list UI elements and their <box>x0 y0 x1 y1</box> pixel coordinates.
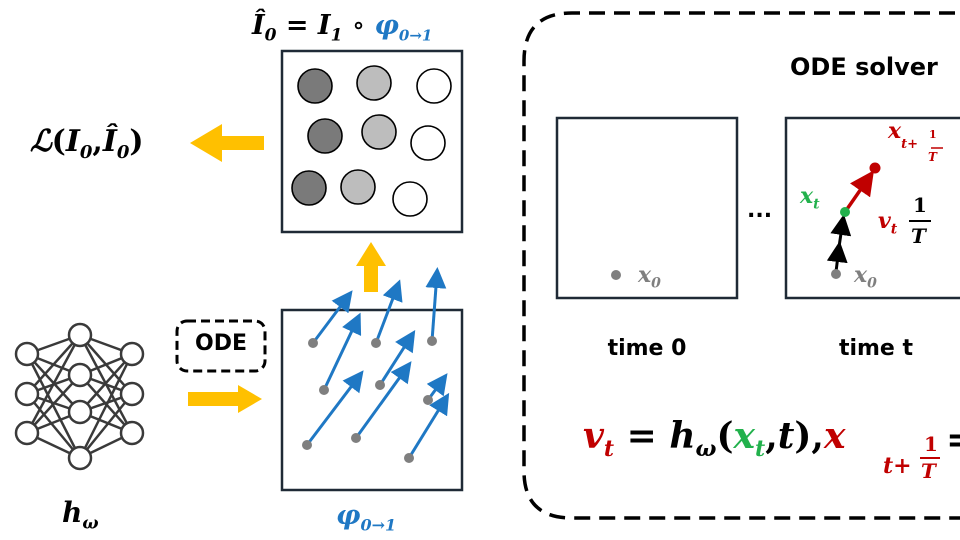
image-circle <box>410 125 446 161</box>
xt-point <box>840 207 850 217</box>
eq-frac-num: 1 <box>924 432 938 456</box>
xnext-label: xt+ <box>888 118 919 152</box>
x0-label: x0 <box>638 262 661 292</box>
xnext-frac-den: T <box>928 150 937 164</box>
up-arrow <box>356 242 386 292</box>
image-circle <box>416 68 452 104</box>
x0-point <box>831 269 841 279</box>
image-circle <box>340 169 376 205</box>
eq-frac-bar <box>920 457 940 459</box>
step-arrow <box>826 241 848 273</box>
loss-label: ℒ(I0,Î0) <box>30 124 144 163</box>
vt-label: vt <box>878 208 898 238</box>
eq-tail: = <box>946 419 960 461</box>
ode-equation: vt = hω(xt,t),x <box>583 415 846 463</box>
time0-label: time 0 <box>607 336 687 361</box>
ode-box <box>175 319 267 373</box>
neural-network-icon <box>25 333 134 460</box>
step-arrow <box>830 214 852 248</box>
flow-vector <box>425 267 447 342</box>
right-arrow <box>188 385 262 413</box>
xnext-frac-num: 1 <box>929 128 937 141</box>
network-nodes <box>14 322 145 471</box>
flow-vector <box>322 312 362 391</box>
flow-vector <box>354 361 412 439</box>
flow-origins <box>302 336 437 463</box>
image-circle <box>356 65 392 101</box>
flow-vector <box>311 290 353 344</box>
network-label: hω <box>62 496 99 534</box>
flow-vector <box>378 329 416 386</box>
velocity-arrow <box>843 170 874 213</box>
frac-num: 1 <box>913 193 927 217</box>
image-circle <box>307 118 343 154</box>
xt-label: xt <box>800 183 820 213</box>
flow-vector <box>407 392 450 459</box>
left-diagram <box>14 49 464 492</box>
loss-arrow <box>190 124 264 162</box>
formula-lhs: Î <box>252 10 265 41</box>
warp-formula: Î0 = I1 ∘ φ0→1 <box>252 10 433 46</box>
eq-sub-tplus: t+ <box>883 453 912 479</box>
image-circle <box>392 181 428 217</box>
flow-vector <box>374 279 403 344</box>
image-circle <box>291 170 327 206</box>
solver-border <box>522 11 960 520</box>
xnext-point <box>869 162 881 174</box>
eq-frac-den: T <box>921 459 936 483</box>
ellipsis: ... <box>747 198 773 223</box>
x0-label-t: x0 <box>854 262 877 292</box>
frac-den: T <box>911 224 926 248</box>
ode-label: ODE <box>195 331 247 356</box>
solver-title: ODE solver <box>790 53 938 81</box>
flow-label: φ0→1 <box>336 500 397 535</box>
image-circle <box>361 114 397 150</box>
image-circle <box>297 68 333 104</box>
x0-point <box>611 270 621 280</box>
flow-vector <box>305 370 364 446</box>
timet-label: time t <box>838 336 914 361</box>
solver-panel <box>522 11 960 520</box>
time0-box <box>555 116 739 300</box>
